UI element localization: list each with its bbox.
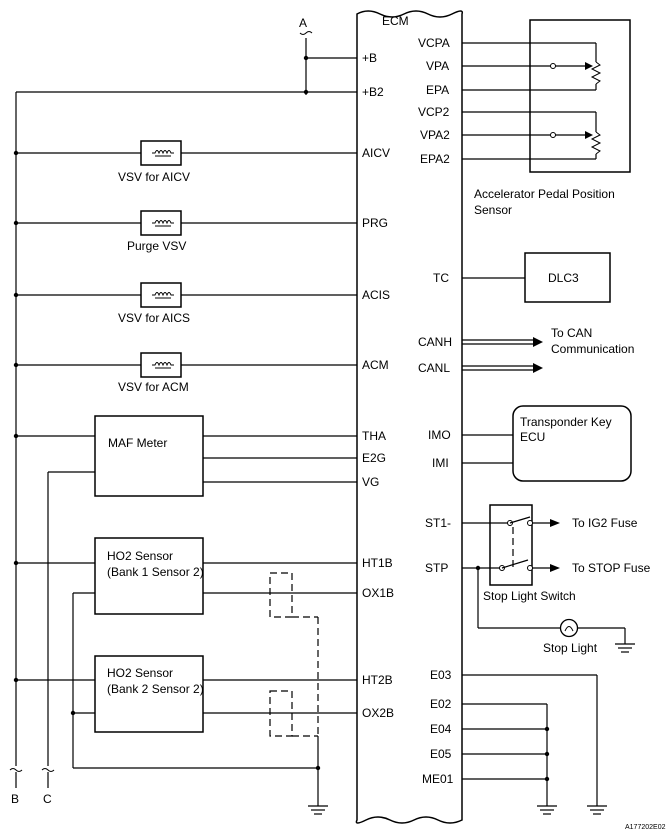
vsv-aics-label: VSV for AICS	[118, 311, 190, 325]
ecm-title: ECM	[382, 14, 409, 28]
vsv-acm-label: VSV for ACM	[118, 380, 189, 394]
pin-imo: IMO	[428, 428, 451, 442]
can-label-2: Communication	[551, 342, 634, 356]
stop-light-label: Stop Light	[543, 641, 598, 655]
pin-e04: E04	[430, 722, 452, 736]
connector-a-label: A	[299, 16, 307, 30]
pin-imi: IMI	[432, 456, 449, 470]
ho2-b1-line1: HO2 Sensor	[107, 549, 173, 563]
figure-id: A177202E02	[625, 824, 666, 831]
connector-c-label: C	[43, 792, 52, 806]
maf-meter: MAF Meter	[13, 415, 357, 497]
dlc3-label: DLC3	[548, 271, 579, 285]
ho2-sensor-bank1: HO2 Sensor (Bank 1 Sensor 2)	[13, 537, 357, 618]
appos-label-2: Sensor	[474, 203, 512, 217]
ecm-grounds	[462, 674, 607, 815]
purge-vsv-label: Purge VSV	[127, 239, 186, 253]
pin-b: +B	[362, 51, 377, 65]
pin-acis: ACIS	[362, 288, 390, 302]
purge-vsv: Purge VSV	[13, 210, 357, 253]
pin-st1: ST1-	[425, 516, 451, 530]
pin-e02: E02	[430, 697, 452, 711]
pin-epa2: EPA2	[420, 152, 450, 166]
pin-canl: CANL	[418, 361, 450, 375]
ho2-b2-line2: (Bank 2 Sensor 2)	[107, 682, 204, 696]
pin-ht1b: HT1B	[362, 556, 393, 570]
vsv-aics: VSV for AICS	[13, 282, 357, 325]
dlc3: DLC3	[462, 252, 611, 303]
pin-e2g: E2G	[362, 451, 386, 465]
ho2-ground-network	[70, 593, 328, 815]
pin-ox2b: OX2B	[362, 706, 394, 720]
pin-ht2b: HT2B	[362, 673, 393, 687]
ho2-b2-line1: HO2 Sensor	[107, 666, 173, 680]
vsv-acm: VSV for ACM	[13, 352, 357, 394]
vsv-aicv: VSV for AICV	[13, 140, 357, 184]
can-lines: To CAN Communication	[462, 326, 634, 373]
pin-vg: VG	[362, 475, 379, 489]
pin-tc: TC	[433, 271, 449, 285]
tk-label-1: Transponder Key	[520, 415, 612, 429]
stop-light-switch-label: Stop Light Switch	[483, 589, 576, 603]
transponder-key-ecu: Transponder Key ECU	[462, 405, 632, 482]
pin-tha: THA	[362, 429, 386, 443]
pin-aicv: AICV	[362, 146, 390, 160]
pin-e03: E03	[430, 668, 452, 682]
to-stop-fuse: To STOP Fuse	[572, 561, 651, 575]
pin-vcpa: VCPA	[418, 36, 450, 50]
pin-e05: E05	[430, 747, 452, 761]
connector-b-label: B	[11, 792, 19, 806]
pin-prg: PRG	[362, 216, 388, 230]
ecm-block: ECM	[355, 10, 464, 824]
accelerator-pedal-sensor: Accelerator Pedal Position Sensor	[462, 19, 631, 217]
pin-vcp2: VCP2	[418, 105, 450, 119]
appos-label-1: Accelerator Pedal Position	[474, 187, 615, 201]
stop-light-switch: To IG2 Fuse To STOP Fuse Stop Light Swit…	[462, 504, 651, 603]
pin-stp: STP	[425, 561, 448, 575]
ho2-b1-line2: (Bank 1 Sensor 2)	[107, 565, 204, 579]
pin-vpa: VPA	[426, 59, 449, 73]
pin-vpa2: VPA2	[420, 128, 450, 142]
stop-light: Stop Light	[477, 568, 635, 655]
pin-canh: CANH	[418, 335, 452, 349]
pin-ox1b: OX1B	[362, 586, 394, 600]
pin-b2: +B2	[362, 85, 384, 99]
can-label-1: To CAN	[551, 326, 592, 340]
vsv-aicv-label: VSV for AICV	[118, 170, 190, 184]
ho2-sensor-bank2: HO2 Sensor (Bank 2 Sensor 2)	[13, 655, 357, 737]
pin-epa: EPA	[426, 83, 449, 97]
connector-a: A	[299, 16, 357, 95]
maf-label: MAF Meter	[108, 436, 167, 450]
pin-me01: ME01	[422, 772, 454, 786]
pin-acm: ACM	[362, 358, 389, 372]
to-ig2-fuse: To IG2 Fuse	[572, 516, 638, 530]
tk-label-2: ECU	[520, 430, 545, 444]
